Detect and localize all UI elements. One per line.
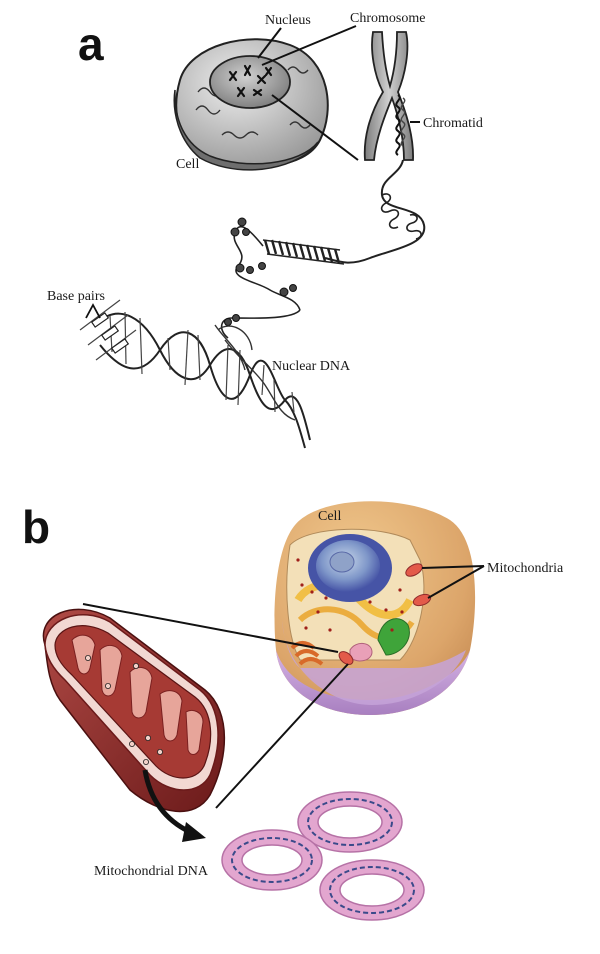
zoom-lines-b (82, 603, 349, 809)
chromatin-fiber (220, 159, 426, 339)
chromosome-illustration (363, 31, 414, 161)
zoom-lines-a (257, 25, 420, 161)
label-mitochondria: Mitochondria (487, 561, 564, 576)
label-cell-a: Cell (176, 157, 199, 172)
label-nuclear-dna: Nuclear DNA (272, 359, 351, 374)
label-cell-b: Cell (318, 509, 341, 524)
nuclear-dna-helix (79, 299, 311, 449)
panel-a-letter: a (78, 18, 104, 70)
mitochondria-pointers (421, 565, 485, 599)
cell-a-illustration (173, 38, 329, 171)
plasmid-1 (297, 791, 403, 853)
base-pairs-pointer (85, 303, 101, 319)
panel-b-letter: b (22, 501, 50, 553)
cell-b-illustration (274, 501, 476, 715)
plasmid-2 (221, 829, 323, 891)
mtdna-plasmids (221, 791, 425, 921)
label-chromatid: Chromatid (423, 116, 483, 131)
plasmid-3 (319, 859, 425, 921)
label-nucleus: Nucleus (265, 13, 311, 28)
label-mitochondrial-dna: Mitochondrial DNA (94, 864, 209, 879)
label-chromosome: Chromosome (350, 11, 425, 26)
label-base-pairs: Base pairs (47, 289, 105, 304)
mitochondrion-illustration (42, 608, 226, 813)
arrow-to-mtdna (142, 769, 206, 842)
